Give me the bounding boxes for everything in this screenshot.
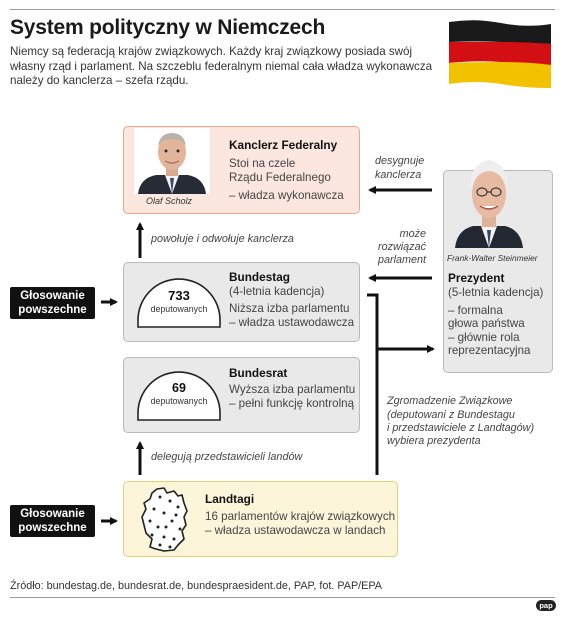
kanzler-heading: Kanclerz Federalny (229, 138, 338, 152)
label-powoluje: powołuje i odwołuje kanclerza (151, 233, 294, 245)
bottom-rule (10, 597, 555, 598)
bundestag-line3: – władza ustawodawcza (229, 316, 355, 329)
popular-vote-bundestag: Głosowanie powszechne (10, 287, 95, 319)
kanzler-photo-caption: Olaf Scholz (146, 196, 193, 206)
vote-1-line1: Głosowanie (20, 290, 85, 302)
prezydent-photo-caption: Frank-Walter Steinmeier (447, 253, 538, 263)
bundestag-seats-label: deputowanych (151, 304, 208, 314)
intro-text: Niemcy są federacją krajów związkowych. … (10, 45, 433, 87)
prezydent-line1: (5-letnia kadencja) (448, 286, 544, 299)
frank-walter-steinmeier-portrait (455, 160, 523, 248)
label-zgromadzenie-2: (deputowani z Bundestagu (387, 409, 515, 421)
olaf-scholz-portrait (134, 128, 210, 194)
kanzler-line1: Stoi na czele (229, 157, 296, 170)
german-flag-icon (449, 20, 551, 88)
bundesrat-seats: 69 (172, 381, 186, 395)
germany-map-icon (141, 487, 188, 552)
landtagi-line1: 16 parlamentów krajów związkowych (205, 510, 396, 523)
label-moze-1: może (399, 228, 426, 240)
bundestag-seats-icon: 733 deputowanych (137, 278, 221, 328)
vote-2-line1: Głosowanie (20, 508, 85, 520)
vote-1-line2: powszechne (18, 304, 87, 316)
assembly-bracket (367, 293, 379, 475)
bundesrat-line2: – pełni funkcję kontrolną (229, 397, 355, 410)
prezydent-line2: – formalna (448, 304, 503, 317)
landtagi-heading: Landtagi (205, 492, 255, 506)
label-zgromadzenie-4: wybiera prezydenta (387, 435, 481, 447)
label-desygnuje-1: desygnuje (375, 155, 425, 167)
bundesrat-heading: Bundesrat (229, 366, 288, 380)
top-rule (10, 9, 555, 10)
prezydent-line4: – głównie rola (448, 331, 520, 344)
page-title: System polityczny w Niemczech (10, 16, 326, 39)
popular-vote-landtagi: Głosowanie powszechne (10, 505, 95, 537)
landtagi-line2: – władza ustawodawcza w landach (205, 524, 386, 537)
bundestag-heading: Bundestag (229, 270, 290, 284)
prezydent-line3: głowa państwa (448, 317, 525, 330)
source-note: Źródło: bundestag.de, bundesrat.de, bund… (10, 580, 382, 592)
kanzler-line3: – władza wykonawcza (229, 189, 344, 202)
prezydent-heading: Prezydent (448, 271, 505, 285)
label-moze-3: parlament (377, 254, 426, 266)
bundesrat-seats-icon: 69 deputowanych (137, 371, 221, 421)
bundesrat-line1: Wyższa izba parlamentu (229, 383, 356, 396)
bundesrat-seats-label: deputowanych (151, 396, 208, 406)
bundestag-line2: Niższa izba parlamentu (229, 302, 350, 315)
pap-logo-text: pap (539, 601, 553, 610)
label-deleguja: delegują przedstawicieli landów (151, 451, 303, 463)
label-zgromadzenie-3: i przedstawiciele z Landtagów) (387, 422, 535, 434)
bundestag-seats: 733 (168, 288, 190, 303)
bundestag-line1: (4-letnia kadencja) (229, 285, 325, 298)
label-zgromadzenie-1: Zgromadzenie Związkowe (387, 395, 513, 407)
kanzler-line2: Rządu Federalnego (229, 171, 331, 184)
label-moze-2: rozwiązać (377, 241, 426, 253)
pap-logo-icon: pap (536, 600, 556, 611)
label-desygnuje-2: kanclerza (375, 169, 422, 181)
vote-2-line2: powszechne (18, 522, 87, 534)
prezydent-line5: reprezentacyjna (448, 344, 531, 357)
